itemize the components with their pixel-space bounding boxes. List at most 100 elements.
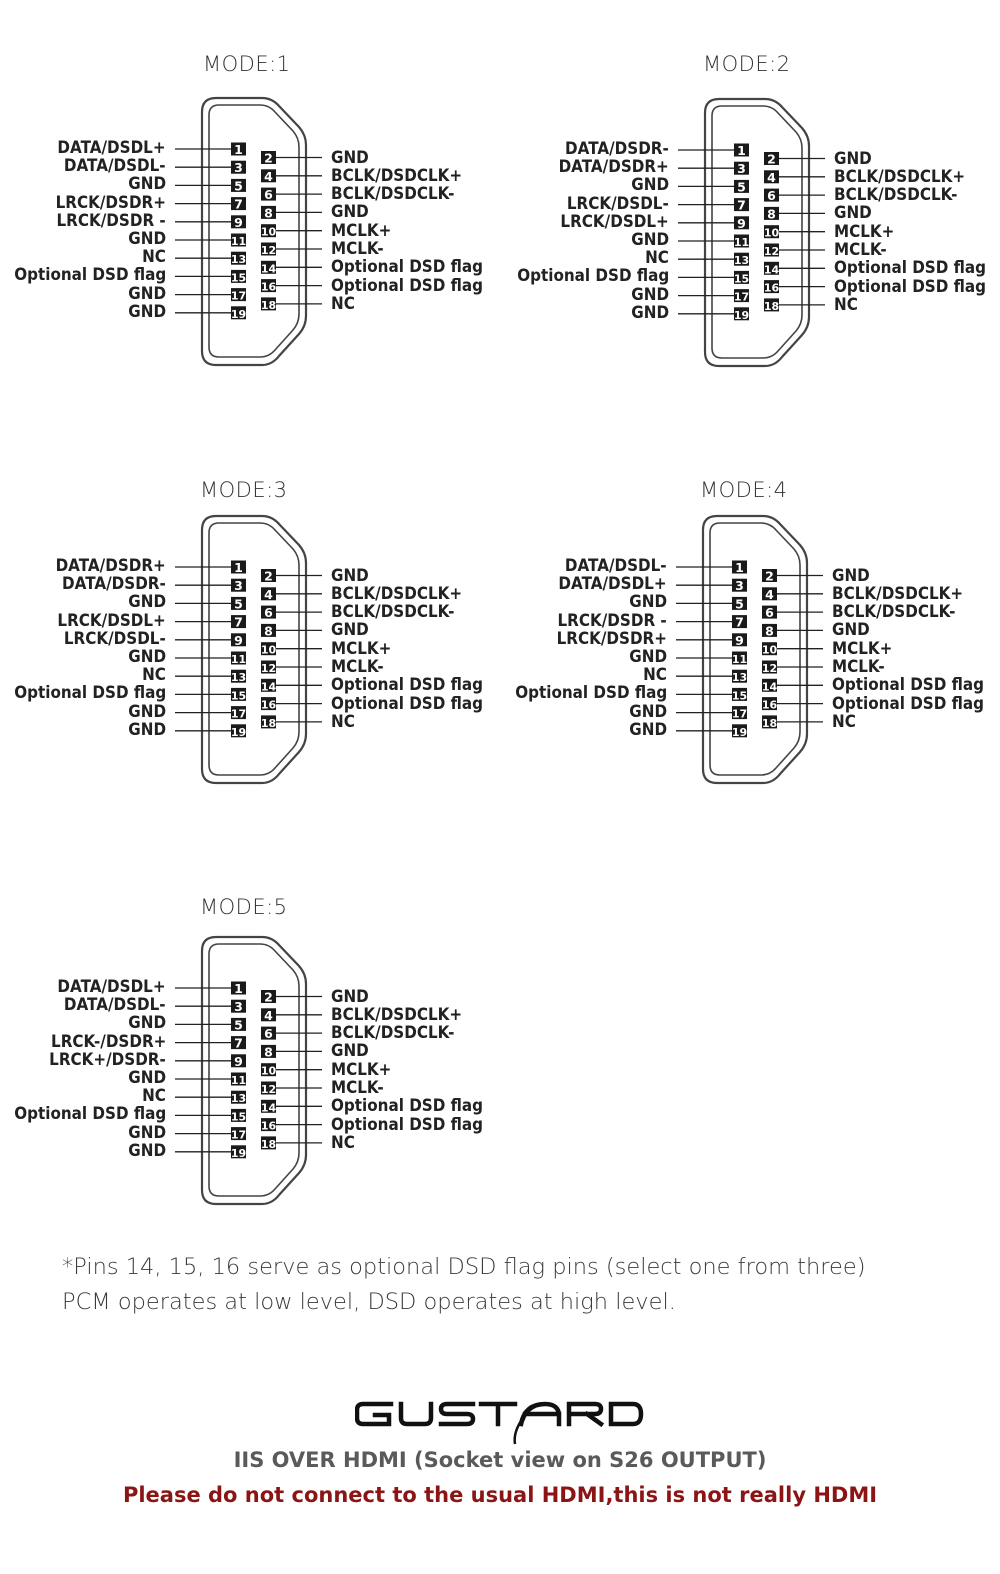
connector-inner-shell (709, 522, 801, 776)
pin-box (231, 269, 246, 283)
pin-box (261, 587, 276, 601)
pin-label-even: Optional DSD flag (331, 693, 483, 713)
pin-label-even: Optional DSD flag (834, 258, 986, 278)
pin-label-even: GND (832, 565, 870, 585)
pin-number: 17 (231, 290, 246, 303)
pin-number: 18 (261, 1138, 276, 1151)
pin-box (261, 224, 276, 238)
pin-box (261, 1118, 276, 1132)
pin-box (231, 651, 246, 665)
pin-number: 4 (765, 587, 774, 602)
pin-box (732, 615, 747, 629)
pin-label-even: NC (834, 294, 858, 314)
pin-box (764, 225, 779, 239)
pin-number: 10 (762, 644, 778, 657)
pin-box (231, 633, 246, 647)
pin-label-odd: LRCK/DSDL- (567, 193, 669, 213)
pin-box (261, 279, 276, 293)
pin-number: 17 (231, 1129, 246, 1142)
pin-box (261, 260, 276, 274)
pin-number: 16 (261, 1120, 277, 1133)
pin-label-odd: Optional DSD flag (515, 683, 667, 703)
pin-number: 13 (231, 253, 246, 266)
pin-box (732, 633, 747, 647)
pin-number: 7 (234, 1036, 243, 1051)
connector-inner-shell (208, 522, 300, 776)
pin-label-odd: GND (128, 301, 166, 321)
pin-label-odd: GND (629, 647, 667, 666)
pin-label-odd: GND (631, 175, 669, 195)
pin-number: 15 (734, 272, 749, 285)
pin-label-odd: LRCK-/DSDR+ (50, 1031, 166, 1051)
pin-label-even: BCLK/DSDCLK- (832, 602, 956, 622)
pin-number: 4 (264, 587, 273, 602)
pin-number: 1 (737, 143, 746, 158)
pin-number: 16 (261, 281, 277, 294)
pin-label-even: GND (331, 565, 369, 585)
pin-box (261, 623, 276, 637)
pin-number: 13 (231, 671, 246, 684)
connector-inner-shell (208, 104, 300, 358)
pin-label-odd: GND (631, 230, 669, 249)
pin-number: 14 (261, 1101, 277, 1114)
pin-number: 4 (264, 1008, 273, 1023)
pin-box (261, 697, 276, 711)
pin-box (734, 307, 749, 321)
pin-label-odd: NC (645, 248, 669, 268)
pin-label-odd: GND (128, 647, 166, 666)
pin-number: 13 (732, 671, 747, 684)
pin-number: 18 (261, 717, 276, 730)
pin-label-even: GND (331, 147, 369, 167)
pin-label-odd: GND (128, 174, 166, 194)
pin-label-odd: GND (629, 592, 667, 612)
pin-number: 3 (737, 161, 746, 176)
pin-label-even: BCLK/DSDCLK- (331, 1023, 455, 1043)
pin-number: 6 (264, 1026, 273, 1041)
pin-number: 2 (765, 569, 774, 584)
pin-number: 19 (734, 309, 749, 322)
pin-number: 19 (231, 1147, 246, 1160)
pin-number: 19 (231, 726, 246, 739)
connector-inner-shell (711, 105, 803, 359)
pin-label-odd: GND (128, 701, 166, 721)
pin-number: 9 (737, 216, 746, 231)
pin-box (231, 1145, 246, 1159)
pin-number: 4 (767, 170, 776, 185)
pin-label-odd: DATA/DSDR- (62, 574, 166, 594)
pin-box (764, 298, 779, 312)
pin-box (231, 669, 246, 683)
pin-label-even: BCLK/DSDCLK+ (832, 583, 964, 603)
pin-number: 16 (762, 699, 778, 712)
pin-number: 14 (762, 680, 778, 693)
pin-box (764, 280, 779, 294)
pin-box (762, 697, 777, 711)
pin-number: 5 (234, 1017, 243, 1032)
gustard-logo (0, 1398, 1000, 1451)
pin-label-even: MCLK+ (331, 220, 392, 240)
pin-box (764, 152, 779, 165)
connector-outer-shell (703, 97, 811, 368)
pin-number: 3 (735, 578, 744, 593)
pin-label-odd: NC (142, 665, 166, 685)
pin-label-odd: DATA/DSDL- (64, 995, 166, 1015)
pin-box (231, 288, 246, 302)
pin-label-even: GND (834, 148, 872, 168)
pin-label-even: MCLK- (331, 657, 384, 676)
pin-box (231, 1072, 246, 1086)
pin-box (762, 587, 777, 601)
pin-box (231, 160, 246, 174)
pin-box (732, 560, 747, 574)
pin-box (261, 990, 276, 1003)
pin-label-even: MCLK- (834, 240, 887, 259)
mode-title: MODE:1 (203, 52, 291, 76)
pin-box (261, 1136, 276, 1150)
note-line-1: *Pins 14, 15, 16 serve as optional DSD f… (62, 1254, 866, 1280)
pin-number: 16 (261, 699, 277, 712)
pin-box (231, 197, 246, 211)
pin-label-even: BCLK/DSDCLK+ (331, 1004, 463, 1024)
pin-label-odd: LRCK/DSDR - (56, 210, 166, 230)
pin-box (231, 1108, 246, 1122)
